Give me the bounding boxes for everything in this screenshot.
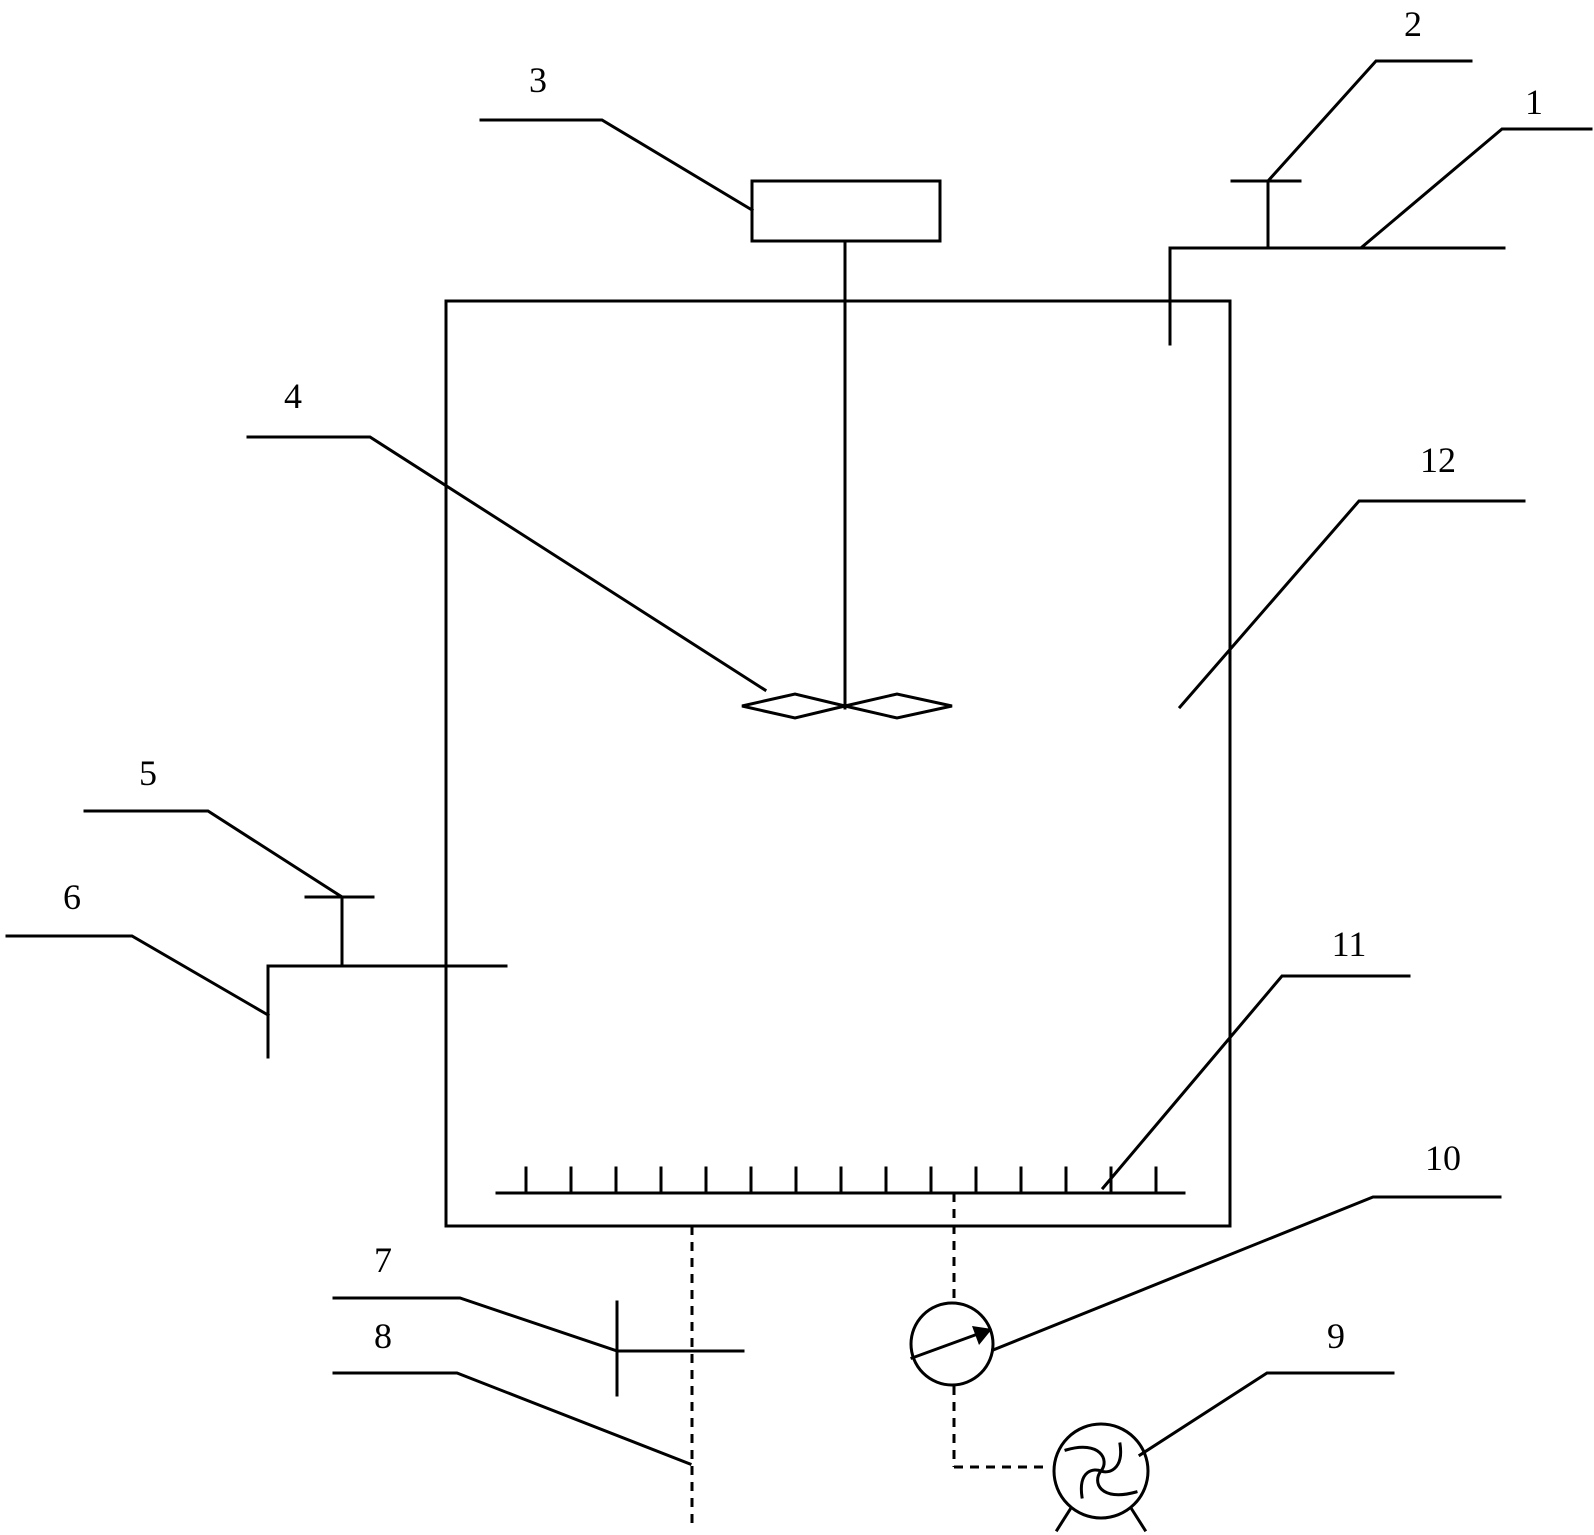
label-11: 11	[1332, 924, 1367, 964]
gas-distributor	[495, 1166, 1186, 1195]
side-outlet-pipe	[266, 964, 508, 1059]
leader-9	[1137, 1371, 1395, 1458]
label-5: 5	[139, 753, 157, 793]
leader-11	[1100, 974, 1411, 1191]
leader-4	[246, 435, 768, 693]
label-8: 8	[374, 1316, 392, 1356]
label-6: 6	[63, 877, 81, 917]
label-10: 10	[1425, 1138, 1461, 1178]
air-line	[952, 1193, 1050, 1469]
leader-2	[1265, 59, 1473, 184]
label-9: 9	[1327, 1316, 1345, 1356]
label-1: 1	[1525, 82, 1543, 122]
leader-1	[1359, 127, 1593, 250]
leader-5	[83, 809, 345, 900]
drain-valve	[615, 1300, 745, 1397]
flow-meter	[909, 1301, 995, 1387]
leader-8	[332, 1371, 692, 1466]
leader-lines	[5, 59, 1593, 1466]
leader-7	[332, 1296, 619, 1353]
top-inlet-valve	[1230, 179, 1302, 250]
label-2: 2	[1404, 4, 1422, 44]
leader-6	[5, 934, 271, 1018]
side-outlet-valve	[304, 895, 375, 968]
label-12: 12	[1420, 440, 1456, 480]
label-3: 3	[529, 60, 547, 100]
top-inlet-pipe	[1168, 246, 1506, 346]
stirrer-motor	[750, 179, 942, 243]
impeller	[741, 692, 953, 720]
leader-10	[991, 1195, 1502, 1352]
reactor-vessel	[444, 299, 1232, 1228]
label-7: 7	[374, 1240, 392, 1280]
label-4: 4	[284, 376, 302, 416]
air-pump	[1052, 1422, 1150, 1533]
leader-12	[1177, 499, 1526, 710]
leader-3	[479, 118, 755, 213]
